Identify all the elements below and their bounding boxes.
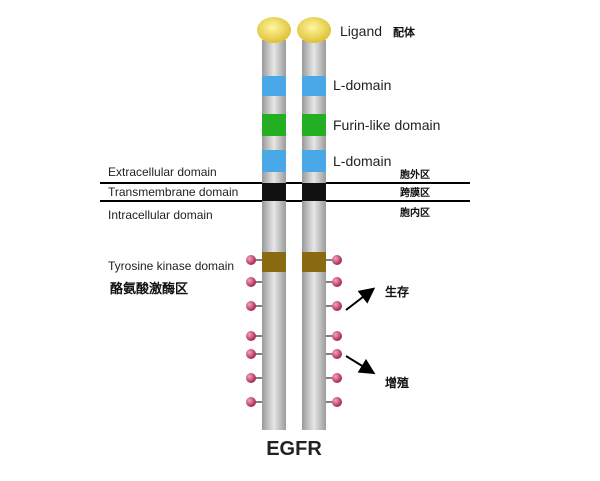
phospho-site-right (332, 255, 342, 265)
l-domain-right-1 (302, 76, 326, 96)
receptor-chain-left (257, 17, 291, 430)
transmembrane-label-cn: 跨膜区 (400, 186, 430, 199)
phospho-site-right (332, 349, 342, 359)
proliferation-label-cn: 增殖 (385, 375, 409, 390)
ligand-left (257, 17, 291, 43)
phospho-site-left (246, 277, 256, 287)
ligand-label: Ligand (340, 23, 382, 39)
receptor-body-right (302, 40, 326, 430)
furin-like-domain-left (262, 114, 286, 136)
phospho-site-left (246, 373, 256, 383)
intracellular-label-cn: 胞内区 (399, 206, 430, 219)
phospho-site-left (246, 301, 256, 311)
extracellular-label-cn: 胞外区 (399, 168, 430, 181)
extracellular-domain-label: Extracellular domain (108, 165, 217, 179)
tyrosine-kinase-domain-label: Tyrosine kinase domain (108, 259, 234, 273)
l-domain-label-2: L-domain (333, 153, 391, 169)
receptor-chain-right (297, 17, 331, 430)
ligand-label-cn: 配体 (393, 25, 416, 39)
phospho-site-left (246, 349, 256, 359)
survival-arrow (345, 287, 376, 311)
transmembrane-segment-left (262, 183, 286, 201)
phospho-sites-left (246, 255, 262, 407)
proliferation-arrow (345, 355, 376, 375)
l-domain-right-2 (302, 150, 326, 172)
phospho-site-right (332, 397, 342, 407)
tyrosine-kinase-domain-label-cn: 酪氨酸激酶区 (110, 281, 188, 297)
furin-like-domain-label: Furin-like domain (333, 117, 440, 133)
phospho-site-right (332, 373, 342, 383)
transmembrane-domain-label: Transmembrane domain (108, 185, 238, 199)
phospho-site-left (246, 397, 256, 407)
egfr-title: EGFR (266, 438, 322, 460)
ligand-right (297, 17, 331, 43)
phospho-site-right (332, 301, 342, 311)
phospho-site-left (246, 255, 256, 265)
phospho-site-right (332, 331, 342, 341)
phospho-site-left (246, 331, 256, 341)
furin-like-domain-right (302, 114, 326, 136)
phospho-sites-right (326, 255, 342, 407)
survival-label-cn: 生存 (385, 284, 409, 299)
transmembrane-segment-right (302, 183, 326, 201)
l-domain-label-1: L-domain (333, 77, 391, 93)
tyrosine-kinase-segment-right (302, 252, 326, 272)
phospho-site-right (332, 277, 342, 287)
tyrosine-kinase-segment-left (262, 252, 286, 272)
l-domain-left-1 (262, 76, 286, 96)
intracellular-domain-label: Intracellular domain (108, 208, 213, 222)
receptor-body-left (262, 40, 286, 430)
l-domain-left-2 (262, 150, 286, 172)
